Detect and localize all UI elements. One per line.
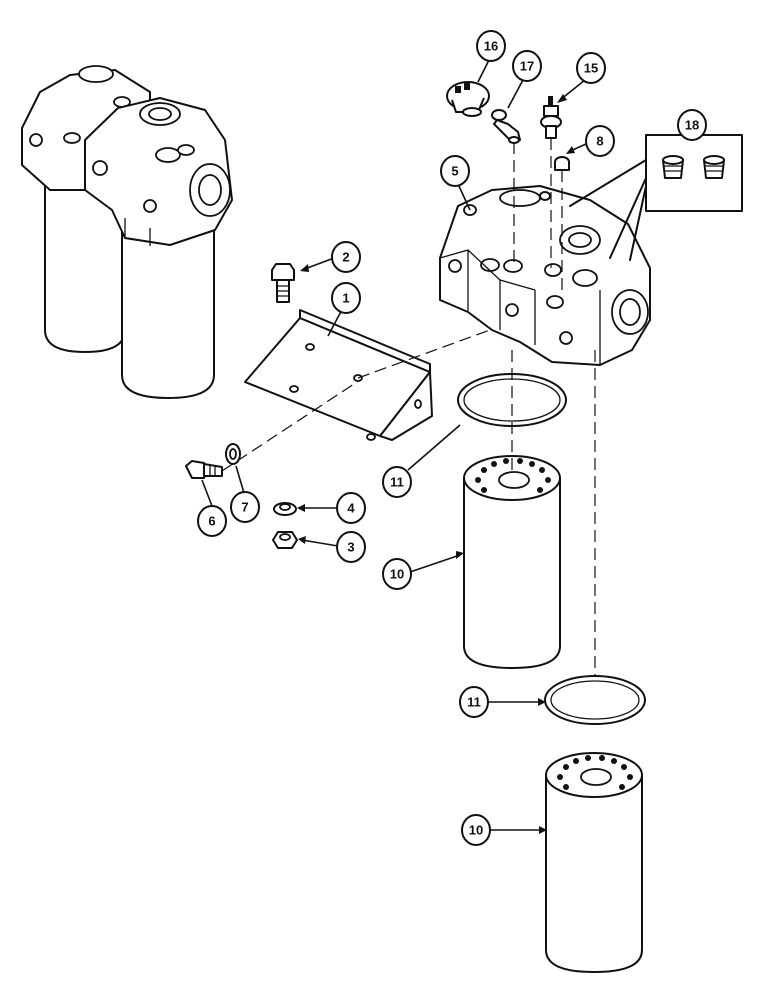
hex-bolt-2 [271, 263, 295, 303]
seal-ring-upper [457, 373, 567, 427]
filter-element-upper [463, 455, 561, 669]
callout-5-label: 5 [451, 164, 458, 179]
assembled-filter-unit [21, 65, 233, 399]
callout-8: 8 [585, 125, 615, 157]
callout-8-label: 8 [596, 134, 603, 149]
callout-6-label: 6 [208, 514, 215, 529]
callout-2: 2 [331, 241, 361, 273]
callout-10-upper: 10 [382, 558, 412, 590]
pipe-plug-left [662, 155, 684, 179]
callout-16: 16 [476, 30, 506, 62]
callout-1-label: 1 [342, 291, 349, 306]
hex-bolt-6 [185, 460, 223, 479]
callout-17-label: 17 [520, 59, 534, 74]
callout-6: 6 [197, 505, 227, 537]
callout-1: 1 [331, 282, 361, 314]
plug-inset-18 [569, 134, 743, 261]
callout-17: 17 [512, 50, 542, 82]
callout-3: 3 [336, 531, 366, 563]
filter-element-lower [545, 752, 643, 973]
lock-washer-7 [225, 443, 241, 465]
callout-4: 4 [336, 492, 366, 524]
pipe-plug-right [703, 155, 725, 179]
callout-2-label: 2 [342, 250, 349, 265]
callout-10-lower-label: 10 [469, 823, 483, 838]
callout-15-label: 15 [584, 61, 598, 76]
callout-15: 15 [576, 52, 606, 84]
callout-16-label: 16 [484, 39, 498, 54]
callout-3-label: 3 [347, 540, 354, 555]
filter-head-5 [439, 156, 651, 366]
pressure-switch-15 [540, 96, 562, 139]
seal-ring-lower [544, 675, 646, 725]
callout-11-lower-label: 11 [467, 695, 481, 710]
callout-18-label: 18 [685, 118, 699, 133]
callout-7: 7 [230, 491, 260, 523]
callout-10-lower: 10 [461, 814, 491, 846]
elbow-fitting-17 [491, 109, 521, 144]
hex-nut-3 [272, 531, 298, 549]
callout-7-label: 7 [241, 500, 248, 515]
callout-11-upper-label: 11 [390, 475, 404, 490]
callout-4-label: 4 [347, 501, 355, 516]
sending-unit-16 [446, 81, 490, 117]
leader-lines [201, 57, 701, 834]
mounting-bracket-1 [244, 309, 433, 441]
lock-nut-4 [273, 502, 297, 516]
callout-10-upper-label: 10 [390, 567, 404, 582]
callout-11-upper: 11 [382, 466, 412, 498]
callout-5: 5 [440, 155, 470, 187]
callout-18: 18 [677, 109, 707, 141]
alignment-lines [221, 138, 596, 675]
callout-11-lower: 11 [459, 686, 489, 718]
